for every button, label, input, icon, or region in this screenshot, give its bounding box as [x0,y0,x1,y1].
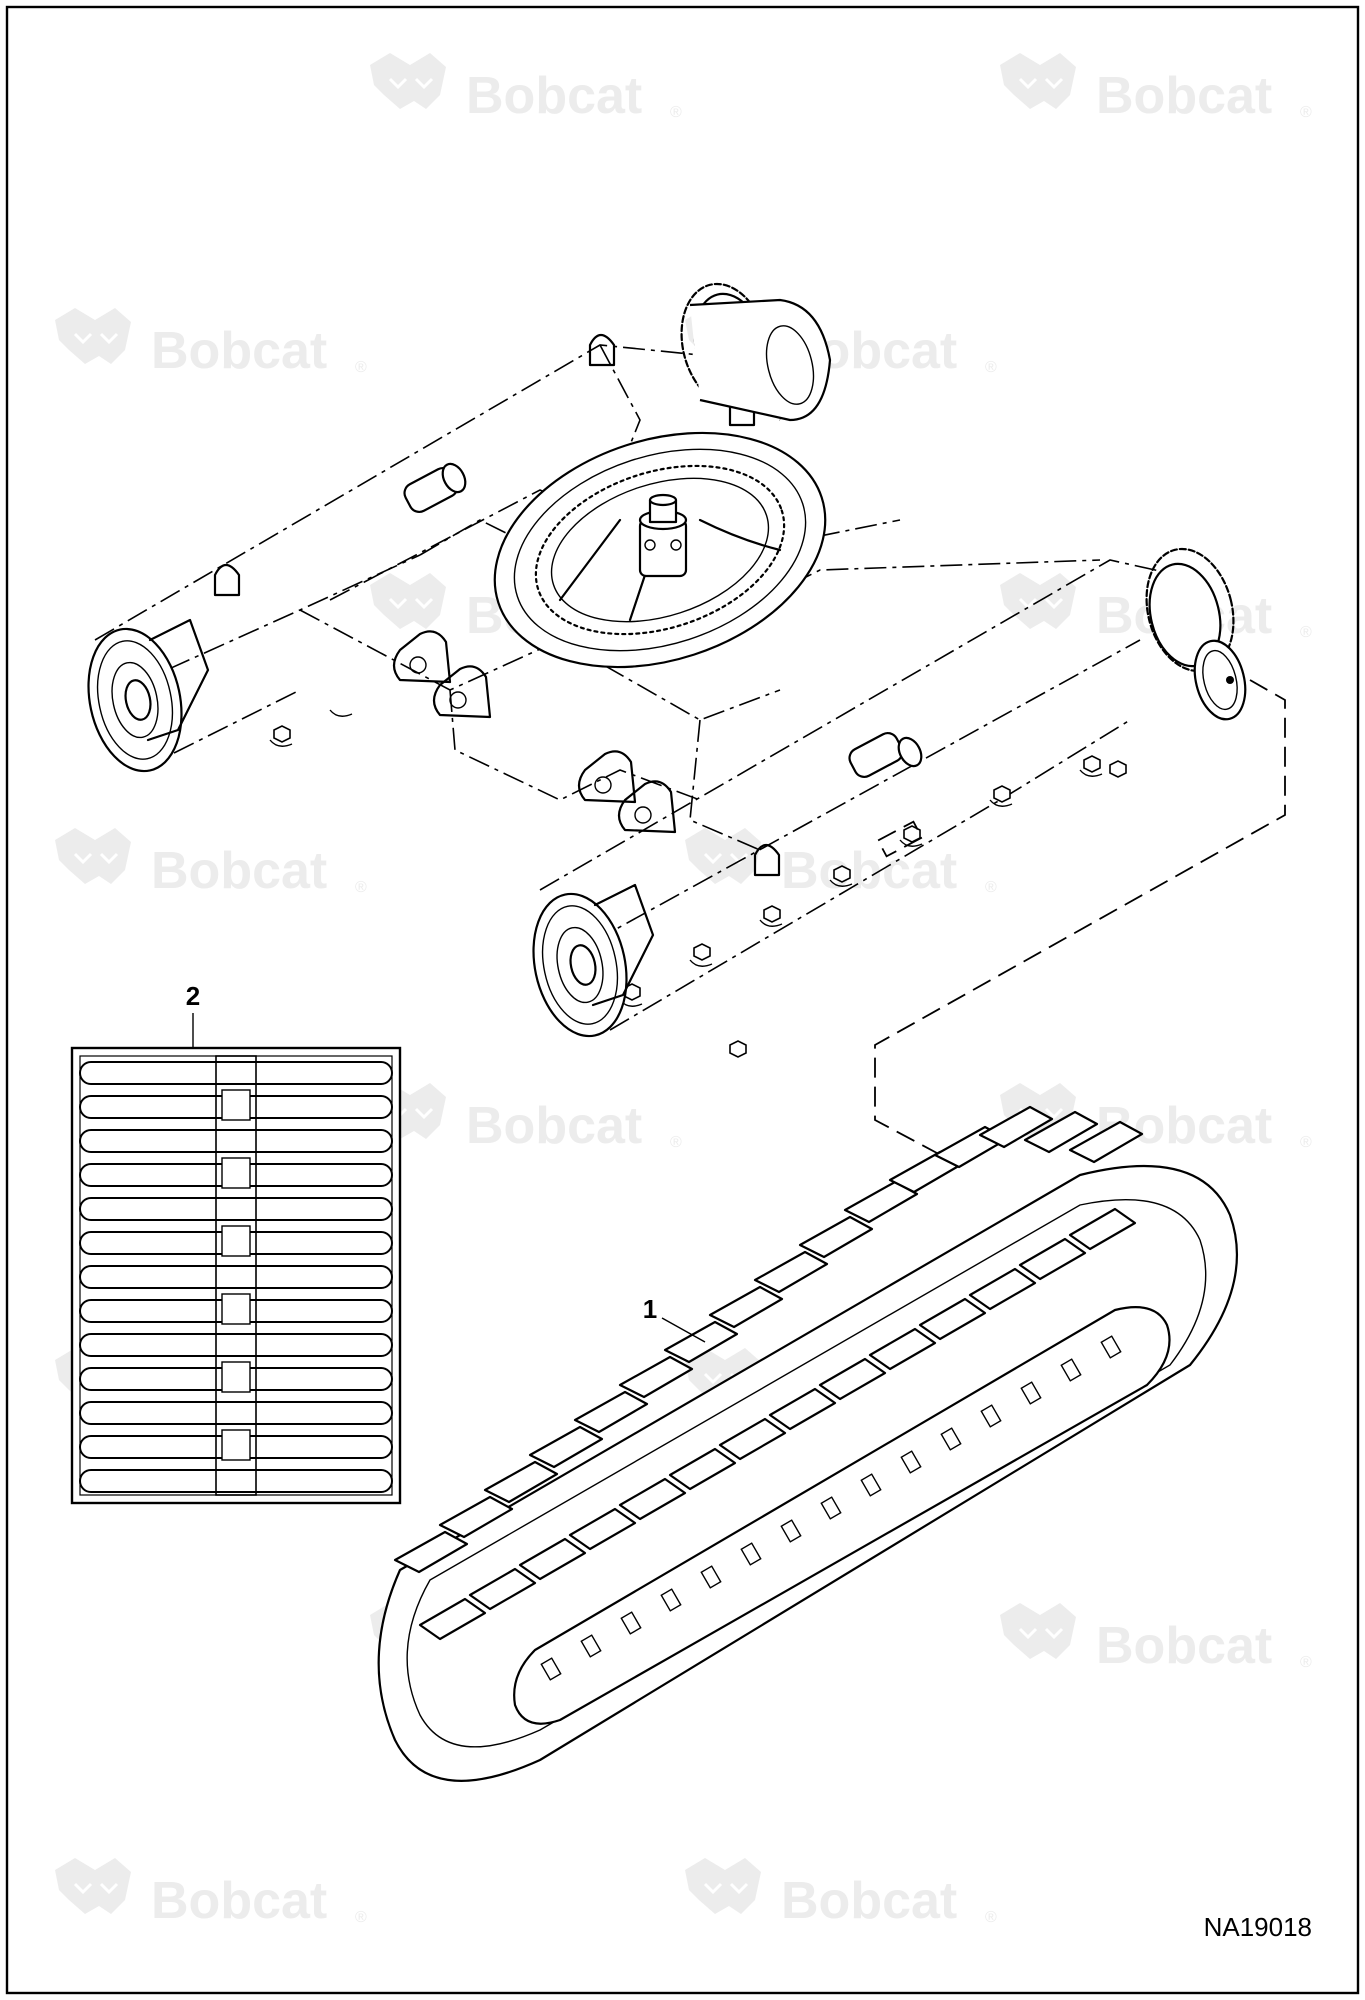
idler-rear [87,618,210,773]
undercarriage-frame [94,333,1201,1058]
watermark-reg-mark: ® [355,1909,367,1926]
drive-sprocket-front [1145,547,1247,721]
assembly-leader-line [874,679,1286,1161]
watermark-reg-mark: ® [985,1909,997,1926]
watermark-text: Bobcat [466,1097,642,1155]
steel-track-panel [70,1046,402,1505]
watermark-text: Bobcat [151,1872,327,1930]
watermark-text: Bobcat [151,322,327,380]
swing-bearing [493,431,827,669]
watermark-text: Bobcat [1096,67,1272,125]
watermark-reg-mark: ® [670,104,682,121]
watermark-reg-mark: ® [1300,1134,1312,1151]
watermark-text: Bobcat [1096,1617,1272,1675]
watermark-reg-mark: ® [985,359,997,376]
watermark-reg-mark: ® [1300,1654,1312,1671]
callout-label: 2 [186,981,200,1011]
watermark-reg-mark: ® [1300,104,1312,121]
watermark-text: Bobcat [151,842,327,900]
callout-label: 1 [643,1294,657,1324]
watermark-reg-mark: ® [1300,624,1312,641]
diagram-border [5,5,1360,1995]
drive-sprocket-rear [680,282,832,422]
callout-1: 1 [643,1294,706,1343]
watermark-reg-mark: ® [355,359,367,376]
figure-reference-code: NA19018 [1204,1912,1312,1942]
callout-2: 2 [186,981,200,1048]
watermark-text: Bobcat [781,1872,957,1930]
watermark-reg-mark: ® [670,1134,682,1151]
idler-front [532,883,655,1038]
watermark-text: Bobcat [781,842,957,900]
swivel-joint [638,493,688,578]
watermark-reg-mark: ® [985,879,997,896]
rubber-track [377,1105,1239,1782]
watermark-reg-mark: ® [355,879,367,896]
watermark-text: Bobcat [466,67,642,125]
